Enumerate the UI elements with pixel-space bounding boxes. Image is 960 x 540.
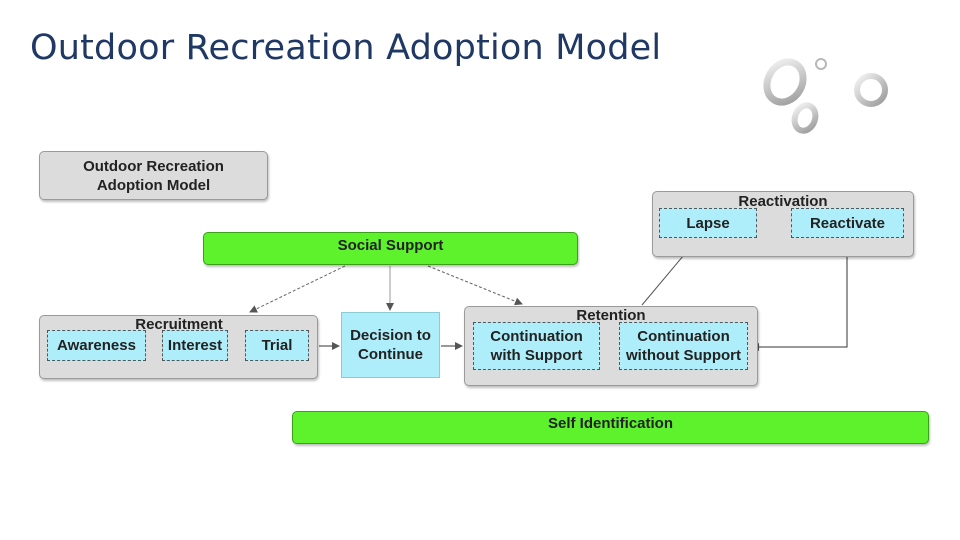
decision-line2: Continue [358,346,423,363]
decorative-bubbles [763,58,888,134]
without-support-line2: without Support [626,347,741,364]
arrow-reactivate-to-without-support [751,240,848,351]
continuation-without-support-box: Continuation without Support [619,322,748,370]
reactivate-label: Reactivate [809,214,886,232]
lapse-label: Lapse [686,214,730,232]
trial-box: Trial [245,330,309,361]
reactivate-box: Reactivate [791,208,904,238]
lapse-box: Lapse [659,208,757,238]
retention-label: Retention [576,307,646,324]
bubble-right [854,73,888,107]
self-identification-label: Self Identification [547,415,673,432]
slide-title: Outdoor Recreation Adoption Model [30,28,662,68]
without-support-line1: Continuation [637,328,730,345]
awareness-box: Awareness [47,330,146,361]
with-support-line2: with Support [490,347,583,364]
social-support-label: Social Support [337,237,444,254]
interest-label: Interest [167,337,223,354]
continuation-with-support-box: Continuation with Support [473,322,600,370]
self-identification-bar: Self Identification [292,411,929,444]
with-support-line1: Continuation [490,328,583,345]
bubble-small-bottom [791,102,819,134]
reactivation-label: Reactivation [738,193,828,210]
interest-box: Interest [162,330,228,361]
recruitment-label: Recruitment [135,316,223,333]
bubble-tiny [815,58,827,70]
decision-box: Decision to Continue [341,312,440,378]
arrow-support-to-recruitment [249,265,346,313]
trial-label: Trial [261,337,293,354]
bubble-large [763,58,807,106]
arrow-support-to-retention [427,265,523,306]
social-support-bar: Social Support [203,232,578,265]
model-header-line1: Outdoor Recreation [83,157,224,175]
model-header-box: Outdoor Recreation Adoption Model [39,151,268,200]
model-header-line2: Adoption Model [96,176,211,194]
decision-line1: Decision to [350,327,431,344]
awareness-label: Awareness [57,337,136,354]
